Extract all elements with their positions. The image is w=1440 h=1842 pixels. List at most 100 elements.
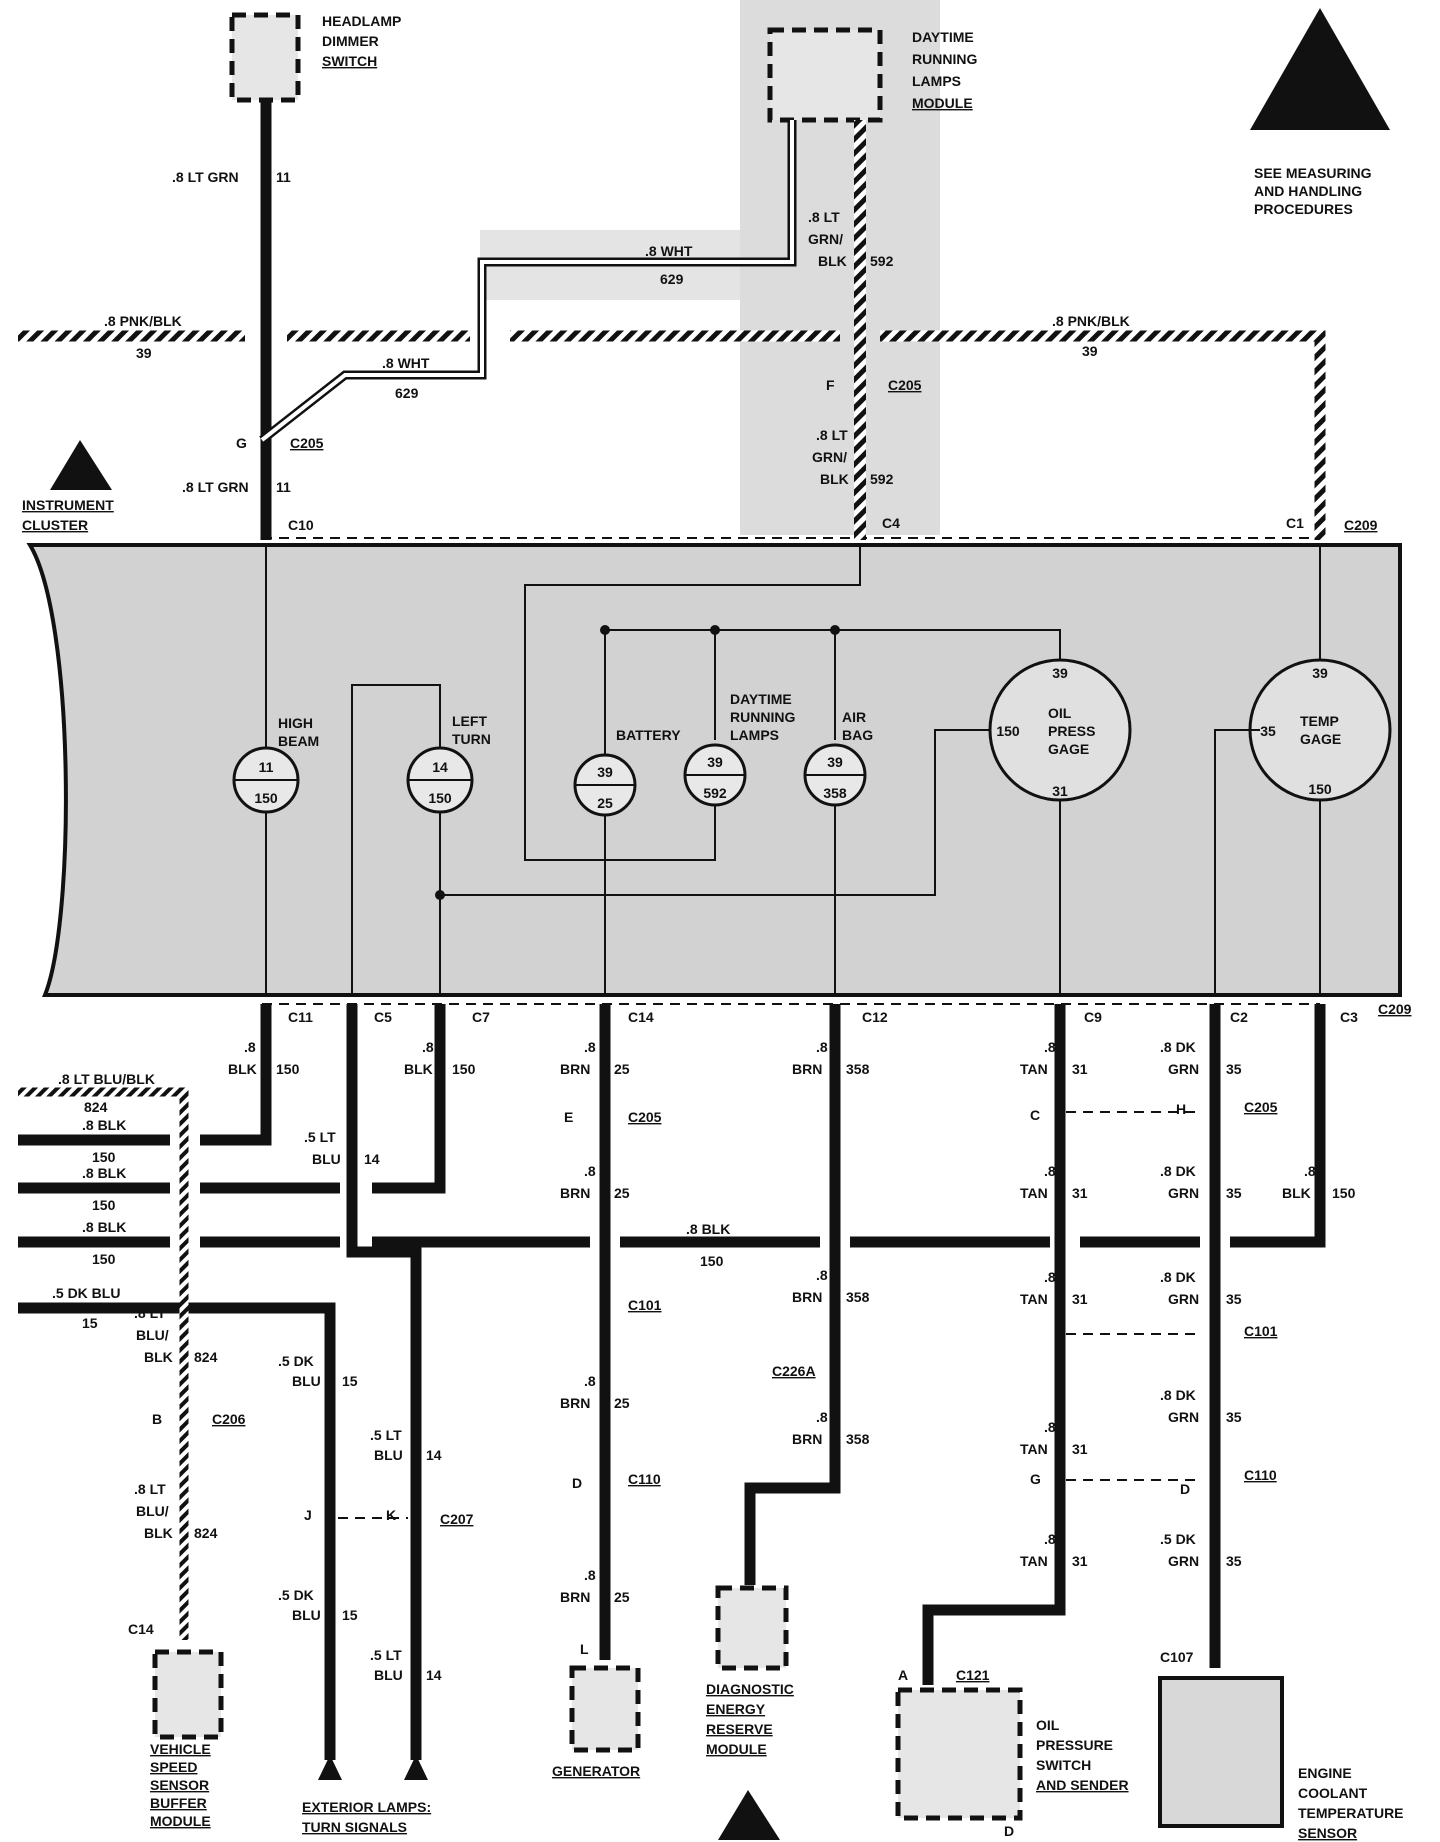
svg-text:RESERVE: RESERVE (706, 1721, 773, 1737)
svg-text:25: 25 (597, 795, 613, 811)
svg-text:C: C (1030, 1107, 1040, 1123)
wire-14-lt-blu[interactable] (346, 1004, 422, 1760)
svg-text:BRN: BRN (560, 1185, 590, 1201)
svg-text:C14: C14 (128, 1621, 154, 1637)
wire-15-dk-blu[interactable] (18, 1302, 336, 1760)
svg-text:629: 629 (395, 385, 419, 401)
svg-text:BLU/: BLU/ (136, 1503, 169, 1519)
svg-text:BLK: BLK (820, 471, 849, 487)
svg-text:BLU/: BLU/ (136, 1327, 169, 1343)
oil-pressure-sender-box[interactable] (895, 1687, 1023, 1821)
svg-text:.8 DK: .8 DK (1160, 1387, 1196, 1403)
wire-358-brn[interactable] (744, 1004, 841, 1585)
svg-text:DAYTIME: DAYTIME (912, 29, 974, 45)
svg-text:150: 150 (254, 790, 278, 806)
svg-text:150: 150 (996, 723, 1020, 739)
svg-text:.8 DK: .8 DK (1160, 1039, 1196, 1055)
svg-text:C205: C205 (1244, 1099, 1278, 1115)
ect-sensor-box[interactable] (1158, 1676, 1284, 1828)
svg-text:35: 35 (1226, 1553, 1242, 1569)
wire-label-lt-grn-2: .8 LT GRN (182, 479, 249, 495)
svg-text:25: 25 (614, 1395, 630, 1411)
svg-text:592: 592 (870, 253, 894, 269)
svg-text:BEAM: BEAM (278, 733, 319, 749)
svg-text:.5 DK BLU: .5 DK BLU (52, 1285, 120, 1301)
svg-text:LAMPS: LAMPS (730, 727, 779, 743)
svg-text:BRN: BRN (560, 1395, 590, 1411)
svg-text:GRN: GRN (1168, 1291, 1199, 1307)
svg-text:.8 DK: .8 DK (1160, 1269, 1196, 1285)
svg-text:.8 LT: .8 LT (134, 1305, 166, 1321)
derm-box[interactable] (715, 1585, 789, 1671)
svg-text:592: 592 (703, 785, 727, 801)
svg-text:.8: .8 (1044, 1163, 1056, 1179)
svg-text:39: 39 (1082, 343, 1098, 359)
svg-text:TURN: TURN (452, 731, 491, 747)
svg-text:C101: C101 (628, 1297, 662, 1313)
wire-150-bus-3[interactable] (18, 1004, 1326, 1248)
wire-39-pnk-blk[interactable] (18, 330, 1326, 540)
svg-text:35: 35 (1260, 723, 1276, 739)
svg-text:.8 LT: .8 LT (816, 427, 848, 443)
svg-text:C206: C206 (212, 1411, 246, 1427)
svg-text:BLU: BLU (374, 1447, 403, 1463)
svg-text:592: 592 (870, 471, 894, 487)
svg-text:D: D (1180, 1481, 1190, 1497)
svg-text:PROCEDURES: PROCEDURES (1254, 201, 1353, 217)
svg-text:.8 WHT: .8 WHT (382, 355, 430, 371)
turn-signal-arrow-15 (318, 1755, 342, 1780)
svg-text:C121: C121 (956, 1667, 990, 1683)
svg-text:.5 LT: .5 LT (370, 1427, 402, 1443)
svg-text:31: 31 (1072, 1291, 1088, 1307)
svg-text:GRN: GRN (1168, 1553, 1199, 1569)
wire-31-tan[interactable] (922, 1004, 1066, 1685)
wire-label-lt-grn-1: .8 LT GRN (172, 169, 239, 185)
svg-text:.5 LT: .5 LT (304, 1129, 336, 1145)
wire-150-c11[interactable] (200, 1004, 272, 1146)
svg-text:25: 25 (614, 1185, 630, 1201)
svg-text:BLU: BLU (312, 1151, 341, 1167)
vss-buffer-module-box[interactable] (152, 1649, 224, 1740)
c205-pin-g: G (236, 435, 247, 451)
svg-text:C209: C209 (1378, 1001, 1412, 1017)
generator-box[interactable] (569, 1665, 641, 1753)
drl-module-box[interactable] (767, 27, 883, 123)
svg-text:TAN: TAN (1020, 1553, 1048, 1569)
svg-text:.5 DK: .5 DK (1160, 1531, 1196, 1547)
svg-text:31: 31 (1072, 1441, 1088, 1457)
svg-text:.8 BLK: .8 BLK (82, 1219, 126, 1235)
svg-text:GRN/: GRN/ (808, 231, 843, 247)
svg-text:11: 11 (276, 479, 291, 495)
svg-text:SEE MEASURING: SEE MEASURING (1254, 165, 1372, 181)
svg-text:14: 14 (364, 1151, 380, 1167)
svg-text:824: 824 (194, 1525, 218, 1541)
svg-text:BLU: BLU (292, 1373, 321, 1389)
svg-text:BRN: BRN (560, 1061, 590, 1077)
svg-text:14: 14 (426, 1667, 442, 1683)
headlamp-dimmer-switch-box[interactable] (229, 12, 301, 103)
svg-text:GRN: GRN (1168, 1061, 1199, 1077)
svg-text:BRN: BRN (560, 1589, 590, 1605)
svg-text:C7: C7 (472, 1009, 490, 1025)
svg-text:C3: C3 (1340, 1009, 1358, 1025)
svg-text:CLUSTER: CLUSTER (22, 517, 88, 533)
svg-text:PRESS: PRESS (1048, 723, 1095, 739)
wire-824-lt-blu-blk[interactable] (18, 1087, 189, 1640)
svg-text:RUNNING: RUNNING (912, 51, 977, 67)
svg-text:PRESSURE: PRESSURE (1036, 1737, 1113, 1753)
svg-text:MODULE: MODULE (912, 95, 973, 111)
svg-text:39: 39 (136, 345, 152, 361)
svg-text:GAGE: GAGE (1048, 741, 1089, 757)
svg-text:.8 LT: .8 LT (808, 209, 840, 225)
svg-text:.8: .8 (1044, 1039, 1056, 1055)
svg-text:31: 31 (1072, 1185, 1088, 1201)
svg-text:BLK: BLK (818, 253, 847, 269)
svg-text:HIGH: HIGH (278, 715, 313, 731)
svg-text:TAN: TAN (1020, 1061, 1048, 1077)
wire-150-c7[interactable] (372, 1004, 446, 1194)
svg-text:C110: C110 (1244, 1467, 1277, 1483)
turn-signal-arrow-14 (404, 1755, 428, 1780)
svg-text:39: 39 (1312, 665, 1328, 681)
svg-text:A: A (898, 1667, 908, 1683)
svg-text:E: E (564, 1109, 573, 1125)
